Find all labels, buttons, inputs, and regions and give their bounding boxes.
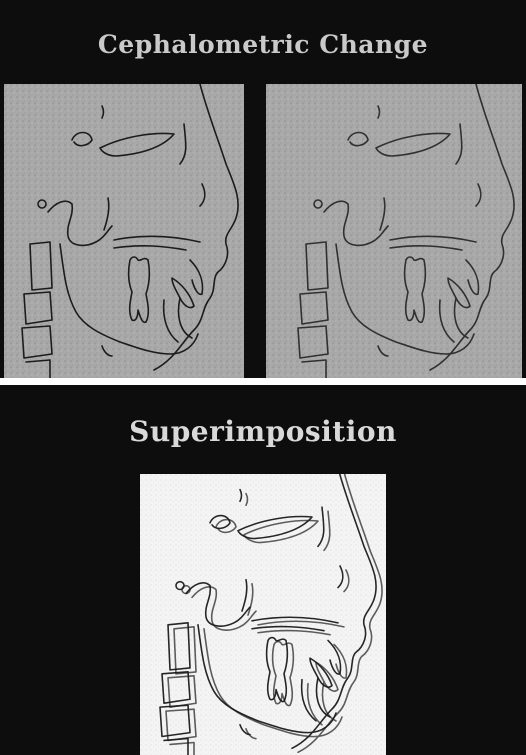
top-slide-panel: Cephalometric Change <box>0 0 526 378</box>
slide-title-superimposition: Superimposition <box>0 415 526 448</box>
superimposition-tracing-image <box>140 474 386 755</box>
slide-title-cephalometric-change: Cephalometric Change <box>0 30 526 59</box>
tracing-before-image <box>4 84 244 378</box>
tracing-after-image <box>266 84 522 378</box>
panel-divider <box>0 378 526 385</box>
bottom-slide-panel: Superimposition <box>0 385 526 755</box>
